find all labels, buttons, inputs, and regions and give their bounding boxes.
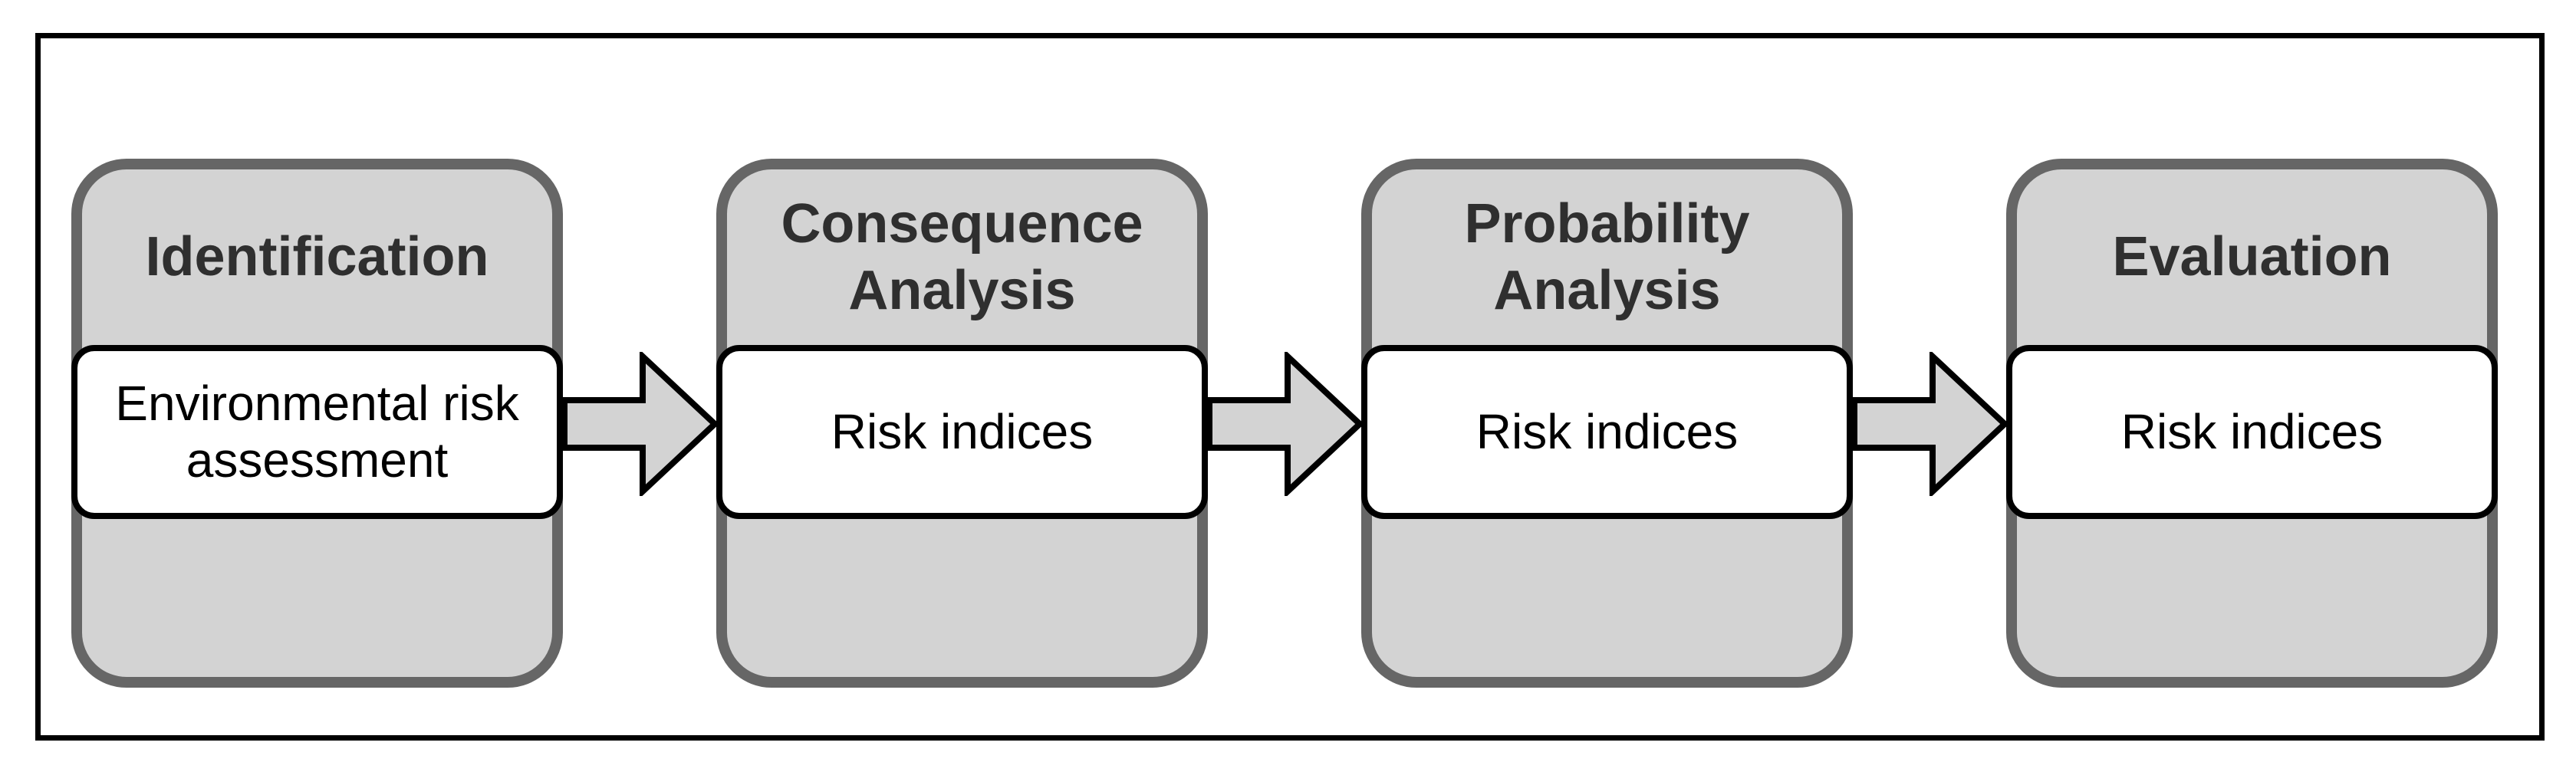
stage-output-label: Risk indices	[1476, 403, 1739, 459]
flow-connector	[561, 159, 719, 688]
right-block-arrow-icon	[1851, 352, 2009, 496]
flow-connector	[1206, 159, 1364, 688]
stage-output-box: Environmental risk assessment	[71, 345, 563, 519]
stage-box-identification: Identification Environmental risk assess…	[71, 159, 563, 688]
right-block-arrow-icon	[561, 352, 719, 496]
stage-title: Consequence Analysis	[781, 193, 1143, 321]
flow-connector	[1851, 159, 2009, 688]
stage-output-box: Risk indices	[2006, 345, 2498, 519]
stage-title: Identification	[145, 226, 489, 288]
flow-diagram: Identification Environmental risk assess…	[71, 159, 2498, 688]
stage-box-consequence-analysis: Consequence Analysis Risk indices	[716, 159, 1208, 688]
right-block-arrow-icon	[1206, 352, 1364, 496]
stage-output-label: Risk indices	[831, 403, 1094, 459]
stage-output-label: Environmental risk assessment	[115, 375, 519, 488]
stage-box-evaluation: Evaluation Risk indices	[2006, 159, 2498, 688]
stage-output-box: Risk indices	[716, 345, 1208, 519]
stage-title: Evaluation	[2112, 226, 2392, 288]
stage-title: Probability Analysis	[1464, 193, 1750, 321]
stage-output-box: Risk indices	[1361, 345, 1853, 519]
stage-output-label: Risk indices	[2120, 403, 2384, 459]
stage-box-probability-analysis: Probability Analysis Risk indices	[1361, 159, 1853, 688]
